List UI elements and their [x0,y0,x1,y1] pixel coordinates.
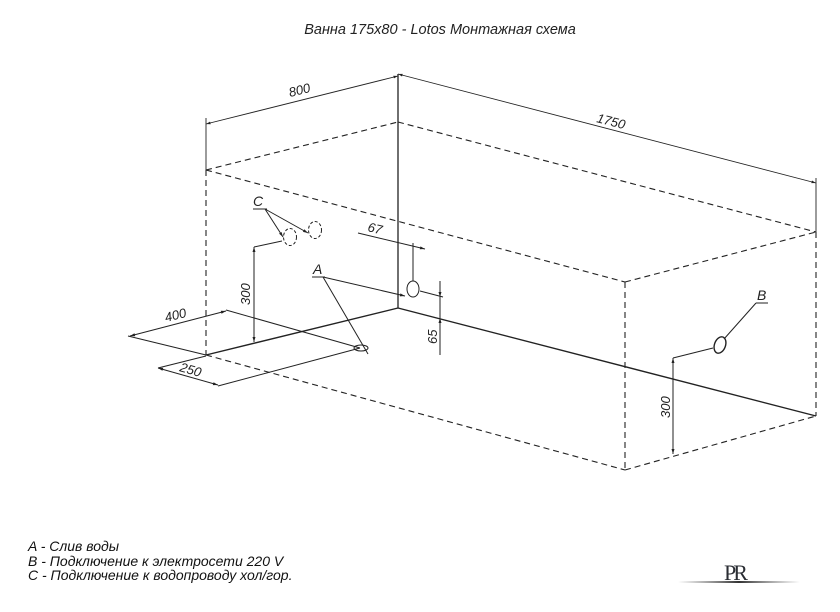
electric-socket-icon [713,336,727,354]
dimension-1750 [397,73,817,232]
legend: A - Слив воды B - Подключение к электрос… [28,539,292,583]
cold-water-pipe-icon [283,228,297,246]
bathtub-outline [205,74,817,471]
brand-logo: PR [678,560,800,585]
dimension-300-b-label: 300 [658,396,673,418]
dimension-400-label: 400 [163,305,188,325]
dimension-800-label: 800 [287,80,312,100]
legend-item-c: C - Подключение к водопроводу хол/гор. [28,567,293,583]
legend-item-a: A - Слив воды [28,538,120,554]
logo-text: PR [724,560,748,585]
label-a: A [312,261,322,277]
overflow-fitting [357,232,444,355]
label-b: B [757,287,766,303]
dimension-250-label: 250 [177,359,204,380]
label-c: C [253,193,264,209]
electric-b [671,302,768,454]
dimension-800 [205,75,399,170]
water-supply-c [252,208,322,342]
dimension-1750-label: 1750 [595,110,627,132]
dimension-65-label: 65 [425,329,440,344]
drain-icon [353,344,369,352]
floor-line-right [397,307,817,417]
dimension-67-label: 67 [366,219,384,237]
overflow-icon [406,280,420,298]
diagram-title: Ванна 175x80 - Lotos Монтажная схема [304,22,576,38]
hot-water-pipe-icon [308,221,322,239]
legend-item-b: B - Подключение к электросети 220 V [28,552,284,569]
dimension-300-c-label: 300 [238,283,253,305]
drain-a [127,276,406,387]
